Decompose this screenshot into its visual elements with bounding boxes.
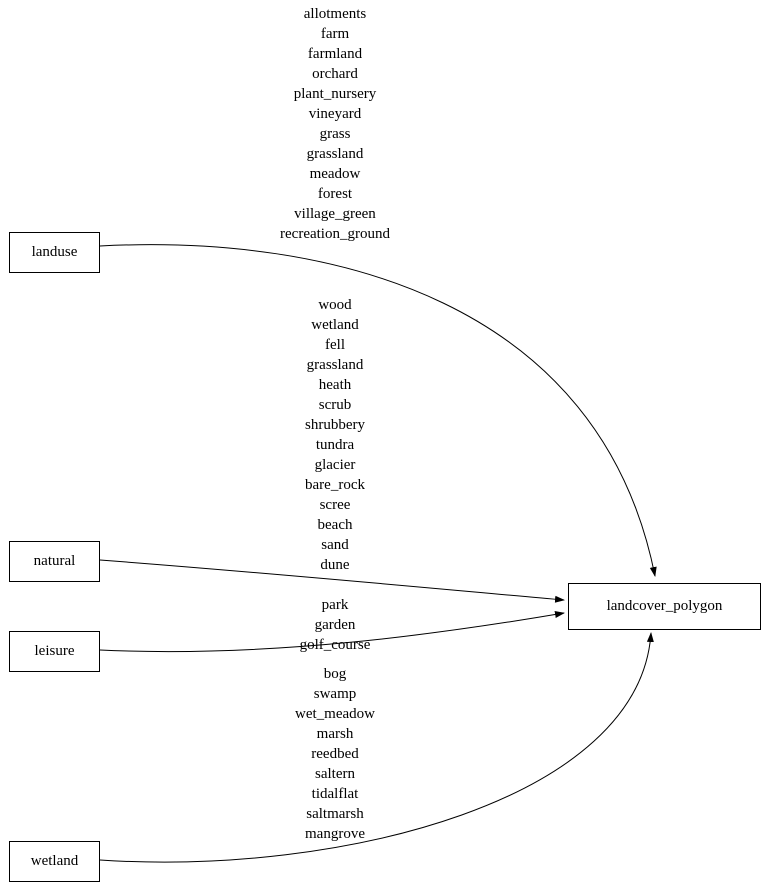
edge-natural-to-landcover_polygon	[99, 559, 565, 603]
edge-label-leisure-values: park garden golf_course	[299, 597, 371, 653]
node-wetland-label: wetland	[30, 853, 79, 869]
node-landuse: landuse	[9, 232, 100, 273]
edge-label-wetland-values: bog swamp wet_meadow marsh reedbed salte…	[295, 666, 375, 842]
edge-label-landuse-values: allotments farm farmland orchard plant_n…	[280, 6, 390, 242]
node-leisure-label: leisure	[34, 643, 75, 659]
node-landcover_polygon: landcover_polygon	[568, 583, 761, 630]
node-natural-label: natural	[33, 553, 76, 569]
edge-label-natural-values: wood wetland fell grassland heath scrub …	[305, 297, 365, 573]
edge-landuse-to-landcover_polygon	[99, 244, 657, 577]
node-wetland: wetland	[9, 841, 100, 882]
edge-leisure-to-landcover_polygon	[99, 611, 565, 653]
node-natural: natural	[9, 541, 100, 582]
node-landuse-label: landuse	[31, 244, 78, 260]
node-landcover_polygon-label: landcover_polygon	[606, 598, 723, 614]
node-leisure: leisure	[9, 631, 100, 672]
edge-wetland-to-landcover_polygon	[99, 632, 654, 863]
